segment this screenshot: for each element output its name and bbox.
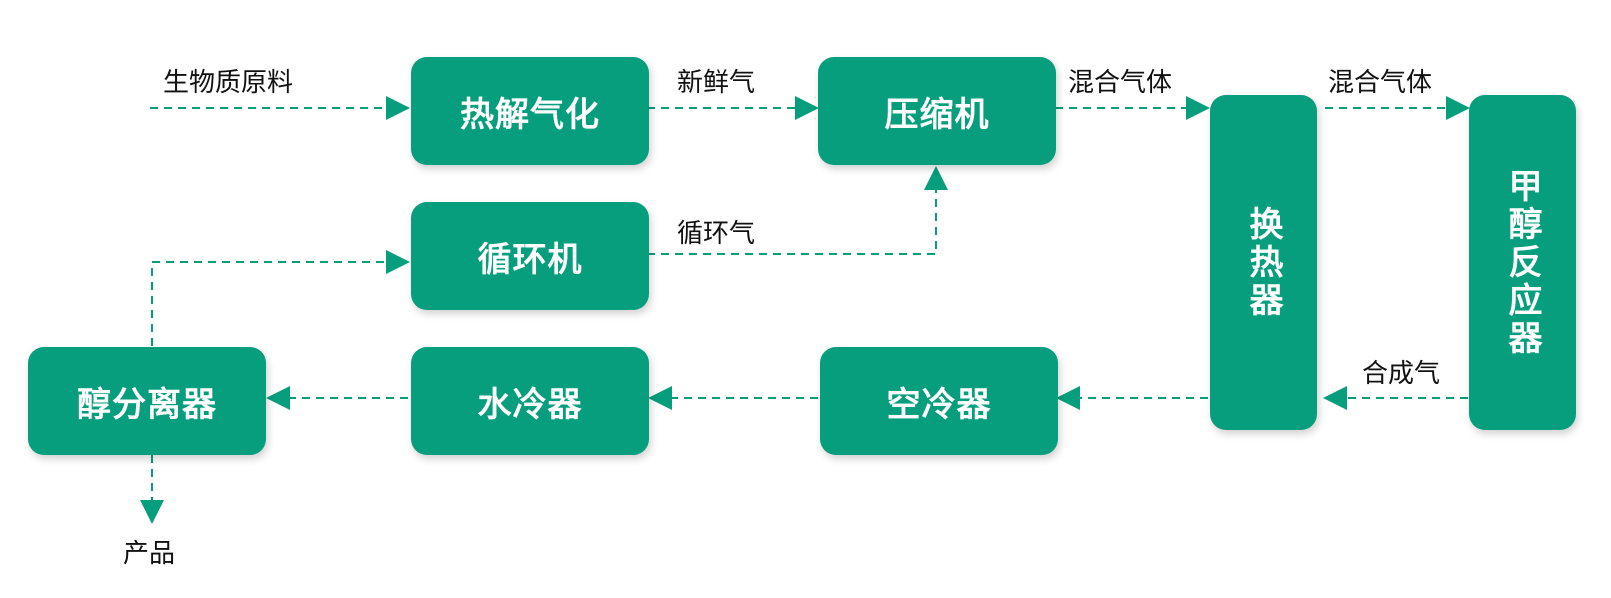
node-pyrolysis-label: 热解气化 (460, 94, 600, 135)
node-air-cooler: 空冷器 (820, 347, 1058, 455)
node-methanol-reactor: 甲醇反应器 (1469, 95, 1576, 430)
node-recycler-label: 循环机 (477, 239, 583, 280)
edge-label-mixed-gas-2: 混合气体 (1328, 68, 1433, 98)
edge-label-product: 产品 (123, 539, 176, 569)
edge-label-biomass-feed: 生物质原料 (163, 68, 294, 98)
node-alcohol-separator: 醇分离器 (28, 347, 266, 455)
node-compressor: 压缩机 (818, 57, 1056, 165)
node-methanol-reactor-label: 甲醇反应器 (1502, 167, 1542, 358)
node-heat-exchanger: 换热器 (1210, 95, 1317, 430)
node-water-cooler: 水冷器 (411, 347, 649, 455)
node-recycler: 循环机 (411, 202, 649, 310)
edge-label-syngas: 合成气 (1362, 359, 1441, 389)
node-air-cooler-label: 空冷器 (886, 384, 992, 425)
edge-label-mixed-gas-1: 混合气体 (1068, 68, 1173, 98)
node-pyrolysis: 热解气化 (411, 57, 649, 165)
node-water-cooler-label: 水冷器 (477, 384, 583, 425)
node-compressor-label: 压缩机 (884, 94, 990, 135)
edge-label-fresh-gas: 新鲜气 (677, 68, 756, 98)
arrow-separator-to-recycler (151, 250, 410, 346)
edge-label-recycle-gas: 循环气 (677, 219, 756, 249)
node-alcohol-separator-label: 醇分离器 (77, 384, 217, 425)
node-heat-exchanger-label: 换热器 (1243, 205, 1283, 320)
